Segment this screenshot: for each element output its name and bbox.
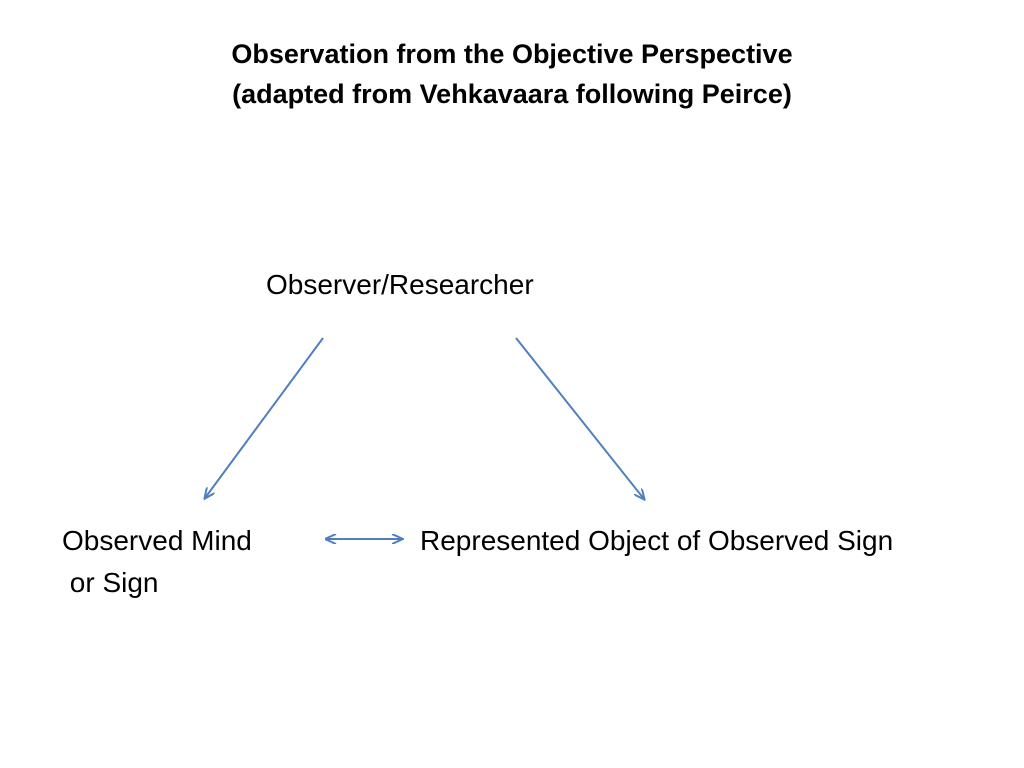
arrow-observer-to-mind [205,337,324,498]
slide-title: Observation from the Objective Perspecti… [0,34,1024,114]
title-line-2: (adapted from Vehkavaara following Peirc… [232,79,792,109]
represented-object-node: Represented Object of Observed Sign [420,525,894,556]
observed-mind-label-line-1: Observed Mind [62,525,252,556]
title-line-1: Observation from the Objective Perspecti… [231,39,793,69]
observed-mind-node: Observed Mind or Sign [62,520,252,604]
arrow-observer-to-object [515,337,644,499]
observed-mind-label-line-2: or Sign [62,567,159,598]
observer-researcher-node: Observer/Researcher [266,269,534,300]
